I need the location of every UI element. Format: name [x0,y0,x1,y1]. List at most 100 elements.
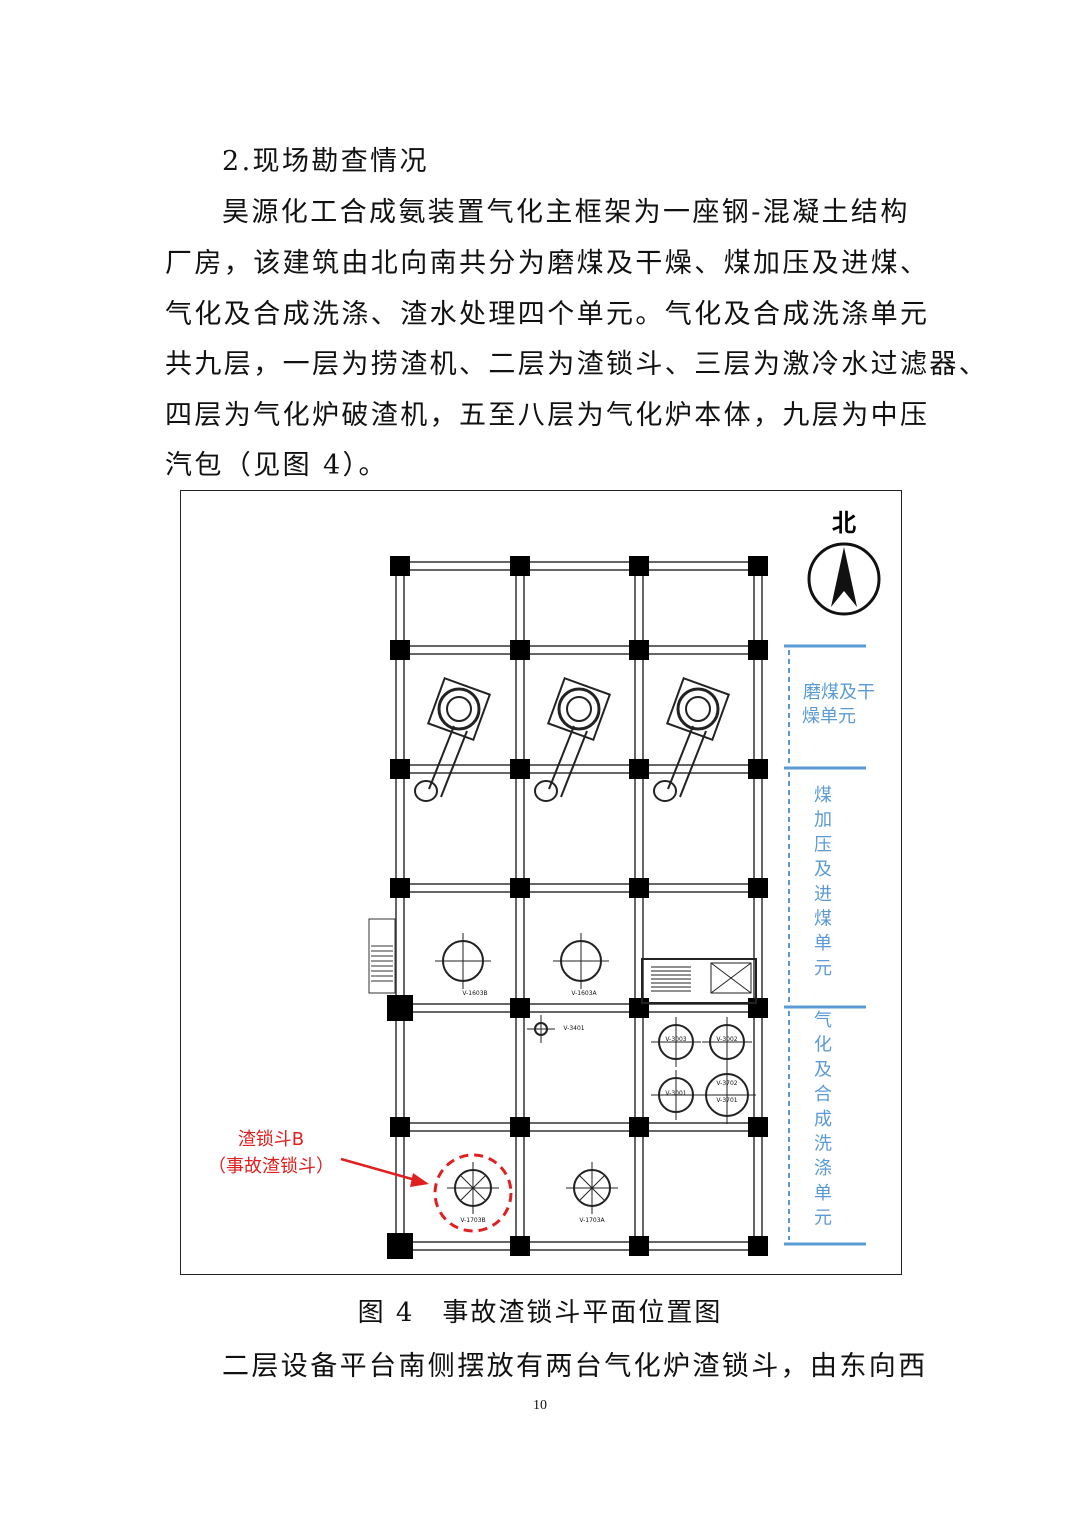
mill-symbol [446,696,472,722]
paragraph-line: 厂房，该建筑由北向南共分为磨煤及干燥、煤加压及进煤、 [165,248,930,279]
mill-symbol [685,696,711,722]
floor-plan-figure: 北 磨煤及干 燥单元 煤加压及进煤单元气化及合成洗涤单元 渣锁斗B （事故渣锁斗… [180,490,902,1275]
tag-v1603a: V-1603A [571,990,597,997]
unit-label-char: 化 [814,1035,832,1056]
column [629,640,649,660]
conveyor-end [653,780,677,802]
mill-symbol [676,687,720,731]
column [390,759,410,779]
accident-label: 渣锁斗B [238,1129,304,1150]
column [748,1117,768,1137]
conveyor [679,730,707,798]
column [390,878,410,898]
column [629,878,649,898]
vessel-axis [579,1175,605,1201]
paragraph-line: 昊源化工合成氨装置气化主框架为一座钢-混凝土结构 [222,197,910,228]
column [390,556,410,576]
paragraph-line: 四层为气化炉破渣机，五至八层为气化炉本体，九层为中压 [165,400,930,431]
accident-highlight-circle [433,1153,513,1233]
conveyor-end [414,780,438,802]
page-number: 10 [533,1398,547,1413]
column [629,1236,649,1256]
conveyor [440,730,468,798]
unit-label-char: 加 [814,810,832,831]
unit-label-char: 及 [814,859,832,880]
unit-label-char: 元 [814,958,832,979]
unit-label-char: 单 [814,933,832,954]
column [629,998,649,1018]
unit-label-milling: 磨煤及干 [803,682,875,703]
unit-label-char: 气 [814,1010,832,1031]
figure-caption: 图 4 事故渣锁斗平面位置图 [357,1298,723,1328]
unit-label-char: 煤 [814,909,832,930]
unit-label-char: 洗 [814,1134,832,1155]
tag-v3701: V-3701 [716,1097,737,1104]
tag-v1703a: V-1703A [579,1217,605,1224]
tag-v1703b: V-1703B [460,1217,485,1224]
unit-label-char: 煤 [814,785,832,806]
paragraph-line: 汽包（见图 4）。 [165,450,388,481]
column [748,640,768,660]
unit-label-char: 元 [814,1208,832,1229]
column [510,878,530,898]
column [629,1117,649,1137]
tag-v3702: V-3702 [716,1080,737,1087]
column [387,995,413,1021]
stair [368,918,396,994]
column [748,556,768,576]
paragraph-line: 二层设备平台南侧摆放有两台气化炉渣锁斗，由东向西 [222,1351,928,1382]
column [510,1236,530,1256]
unit-brackets [784,644,866,1246]
column [629,759,649,779]
column [748,998,768,1018]
structural-grid [368,556,768,1259]
paragraph-line: 气化及合成洗涤、渣水处理四个单元。气化及合成洗涤单元 [165,299,930,330]
mill-frame [665,676,731,742]
column [748,1236,768,1256]
conveyor [428,725,455,790]
unit-label-char: 进 [814,884,832,905]
column [748,759,768,779]
north-compass-icon: 北 [807,509,881,616]
accident-sublabel: （事故渣锁斗） [208,1156,334,1177]
tag-v3002: V-3002 [716,1036,737,1043]
tag-v3003: V-3003 [665,1036,686,1043]
conveyor [560,730,588,798]
unit-label-char: 涤 [814,1158,832,1179]
tag-v3001: V-3001 [665,1090,686,1097]
mill-frame [426,676,492,742]
unit-label-char: 压 [814,834,832,855]
column [510,759,530,779]
column [387,1233,413,1259]
column [510,1117,530,1137]
column [510,998,530,1018]
north-label: 北 [832,509,856,537]
conveyor [548,725,575,790]
unit-label-milling-2: 燥单元 [802,706,856,727]
mill-frame [546,676,612,742]
vessel-axis [460,1175,486,1201]
accident-arrow [340,1157,420,1183]
column [748,878,768,898]
elevator [710,962,752,994]
mill-symbol [437,687,481,731]
unit-label-char: 成 [814,1109,832,1130]
paragraph-line: 共九层，一层为捞渣机、二层为渣锁斗、三层为激冷水过滤器、 [165,349,989,380]
equipment-symbols [414,676,757,1214]
column [510,556,530,576]
unit-label-char: 合 [814,1084,832,1105]
section-heading: 2.现场勘查情况 [222,146,429,177]
column [390,640,410,660]
unit-label-char: 单 [814,1183,832,1204]
unit-label-char: 及 [814,1059,832,1080]
elevator-x [710,962,752,994]
tag-v1603b: V-1603B [462,990,487,997]
stair-elevator [641,958,757,1004]
mill-symbol [557,687,601,731]
conveyor-end [534,780,558,802]
column [390,1117,410,1137]
column [629,556,649,576]
mill-symbol [566,696,592,722]
column [510,640,530,660]
